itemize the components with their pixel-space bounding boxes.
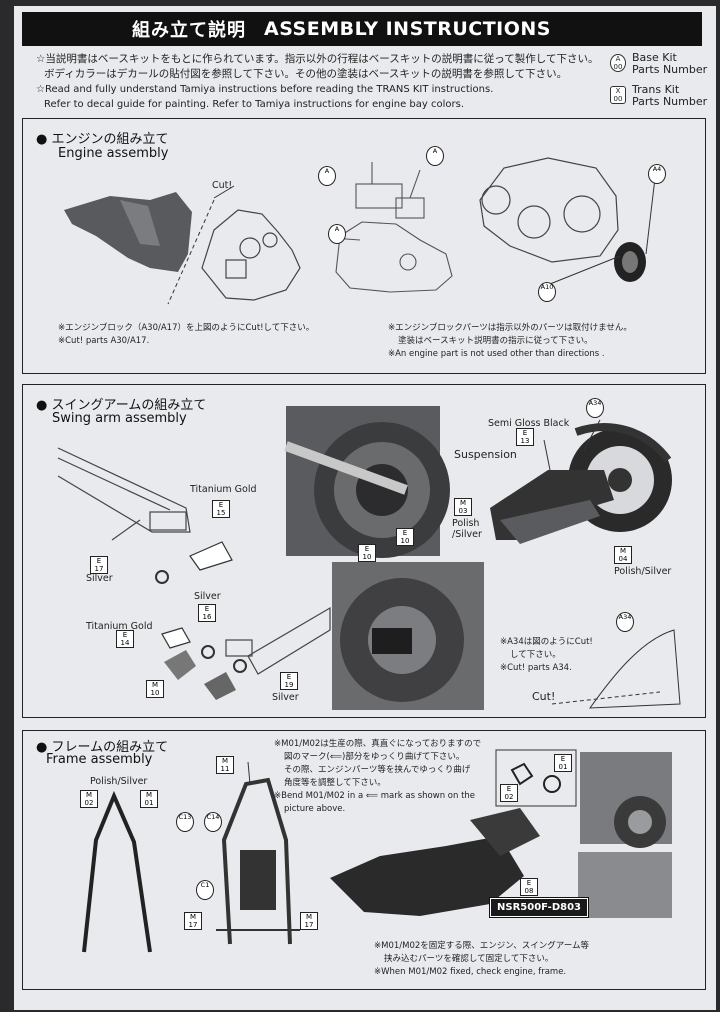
label-polish-silver: Polish/Silver (614, 566, 672, 577)
engine-panel (22, 118, 706, 374)
label-polish-silver-frame: Polish/Silver (90, 776, 148, 787)
frame-assembled (221, 777, 292, 945)
swing-photo-hub (332, 562, 484, 710)
part-tag-a34: A34 (586, 398, 604, 418)
swing-title-jp: ● スイングアームの組み立て (36, 398, 207, 413)
engine-title-jp: ● エンジンの組み立て (36, 132, 169, 147)
frame-note-fix: ※M01/M02を固定する際、エンジン、スイングアーム等挟み込むパーツを確認して… (374, 941, 590, 977)
part-tag-c13: C13 (176, 812, 194, 832)
washer (155, 570, 169, 584)
label-silver: Silver (86, 573, 113, 584)
engine-cut-label: Cut! (212, 180, 233, 191)
swing-bracket (189, 541, 233, 571)
label-suspension: Suspension (454, 448, 517, 461)
engine-block-cut (201, 209, 301, 301)
base-kit-sublabel: Parts Number (632, 63, 708, 76)
swing-arm-panel (22, 384, 706, 718)
intro-text: ☆当説明書はベースキットをもとに作られています。指示以外の行程はベースキットの説… (36, 52, 598, 112)
part-tag: A (426, 146, 444, 166)
frame-title-en: Frame assembly (46, 752, 153, 767)
frame-note-bend: ※M01/M02は生産の際、真直ぐになっておりますので図のマーク(⟸)部分をゆっ… (274, 739, 482, 814)
frame-photo-detail-2 (578, 852, 672, 918)
part-tag-a4: A4 (648, 164, 666, 184)
label-titanium-gold-2: Titanium Gold (86, 621, 153, 632)
label-silver-2: Silver (194, 591, 221, 602)
engine-note-parts: ※エンジンブロックパーツは指示以外のパーツは取付けません。塗装はベースキット説明… (388, 323, 632, 359)
label-semi-gloss-black: Semi Gloss Black (488, 418, 570, 429)
intro-jp-2: ボディカラーはデカールの貼付図を参照して下さい。その他の塗装はベースキットの説明… (44, 68, 568, 80)
intro-en-2: Refer to decal guide for painting. Refer… (44, 99, 465, 110)
decal-plate-nsr: NSR500F-D803 (489, 897, 589, 918)
swing-photo-chain (284, 406, 450, 558)
label-silver-3: Silver (272, 692, 299, 703)
part-tag-a10: A10 (538, 282, 556, 302)
trans-kit-label: Trans Kit (632, 83, 680, 96)
engine-block-piece (64, 192, 192, 272)
header-bar: 組み立て説明 ASSEMBLY INSTRUCTIONS (22, 12, 702, 46)
mount-part (164, 650, 196, 680)
frame-title-jp: ● フレームの組み立て (36, 740, 169, 755)
title-japanese: 組み立て説明 (132, 20, 246, 41)
base-kit-label: Base Kit (632, 51, 677, 64)
part-a34-fender (588, 629, 681, 709)
engine-title-en: Engine assembly (58, 146, 169, 161)
cut-line (167, 199, 215, 305)
swing-arm-outline (57, 447, 191, 533)
engine-complete (479, 157, 619, 263)
swing-arm-outline-lower (247, 606, 331, 675)
title-english: ASSEMBLY INSTRUCTIONS (264, 18, 551, 40)
frame-rail-m01-m02 (82, 790, 152, 953)
part-tag-c1: C1 (196, 880, 214, 900)
frame-panel (22, 730, 706, 990)
frame-photo-assembly (330, 836, 524, 916)
trans-kit-sublabel: Parts Number (632, 95, 708, 108)
swing-cut-label: Cut! (532, 690, 556, 703)
swing-note-cut: ※A34は図のようにCut!して下さい。※Cut! parts A34. (500, 637, 593, 673)
label-polish: Polish/Silver (452, 518, 482, 540)
part-tag-c14: C14 (204, 812, 222, 832)
engine-block-with-parts (331, 162, 453, 293)
swing-title-en: Swing arm assembly (52, 411, 187, 426)
engine-note-cut: ※エンジンブロック（A30/A17）を上図のようにCut!して下さい。※Cut!… (58, 323, 315, 346)
intro-jp-1: ☆当説明書はベースキットをもとに作られています。指示以外の行程はベースキットの説… (36, 53, 599, 65)
frame-photo-detail-1 (580, 752, 672, 848)
label-titanium-gold: Titanium Gold (190, 484, 257, 495)
part-tag: A (328, 224, 346, 244)
intro-en-1: ☆Read and fully understand Tamiya instru… (36, 84, 494, 95)
mount-part-2 (204, 672, 236, 700)
part-tag-a34b: A34 (616, 612, 634, 632)
part-tag: A (318, 166, 336, 186)
